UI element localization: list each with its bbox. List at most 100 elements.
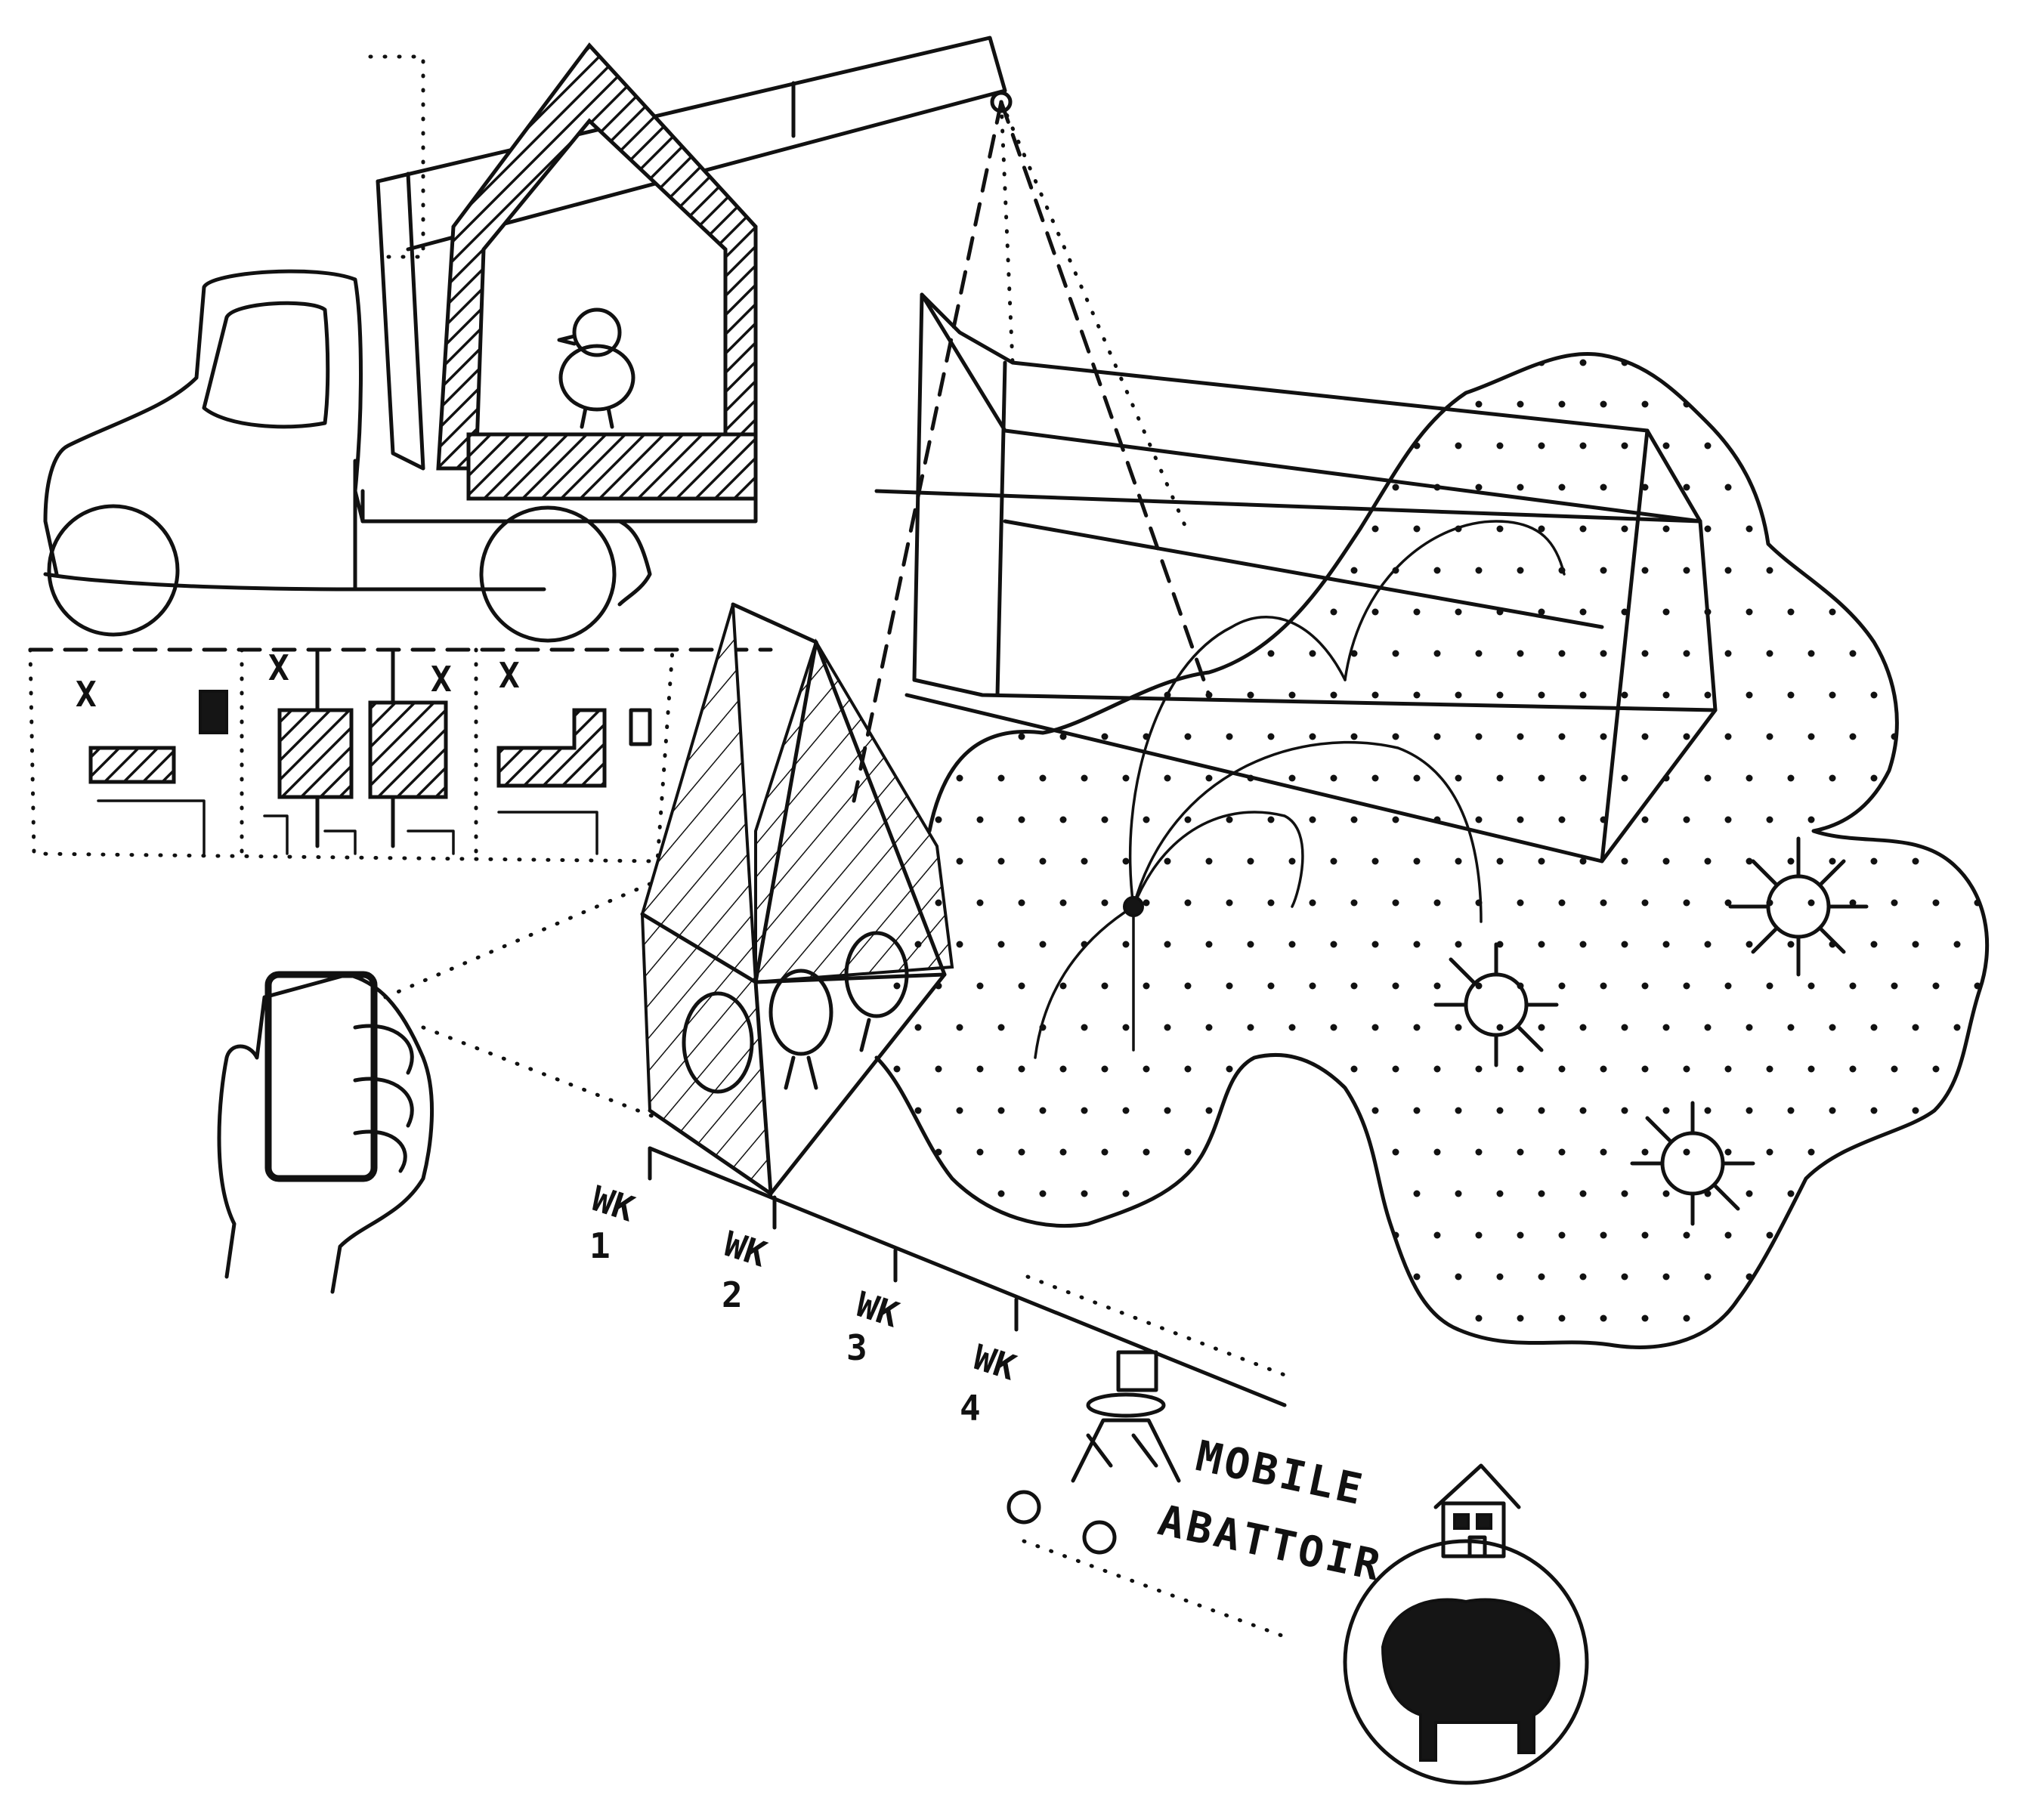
- farm-circle: [1343, 1463, 1589, 1785]
- pasture-dot: [1143, 816, 1150, 823]
- pasture-dot: [1891, 400, 1898, 408]
- pasture-dot: [877, 1190, 880, 1197]
- pasture-dot: [1704, 1273, 1712, 1281]
- pasture-dot: [1538, 1107, 1545, 1114]
- pasture-dot: [1081, 1357, 1088, 1364]
- pasture-dot: [935, 816, 942, 823]
- pasture-dot: [1309, 650, 1316, 657]
- pasture-dot: [1288, 442, 1296, 450]
- pasture-dot: [1413, 1107, 1421, 1114]
- pasture-dot: [1891, 1148, 1898, 1156]
- pasture-dot: [1122, 941, 1130, 948]
- pasture-dot: [1974, 1065, 1981, 1073]
- pasture-dot: [1912, 359, 1919, 366]
- farm-circle-outline: [1343, 1539, 1589, 1785]
- pasture-dot: [1579, 941, 1587, 948]
- pasture-dot: [1205, 1024, 1213, 1031]
- pasture-dot: [1330, 608, 1337, 616]
- pasture-dot: [1331, 1357, 1337, 1364]
- phone-screen: [264, 971, 378, 1182]
- pasture-dot: [1683, 483, 1690, 491]
- pasture-dot: [1787, 857, 1795, 865]
- pasture-dot: [1849, 567, 1857, 574]
- wireframe-top: [920, 292, 1702, 524]
- plan-block-1: [88, 746, 176, 784]
- pasture-dot: [1870, 1024, 1878, 1031]
- pasture-dot: [1081, 608, 1088, 616]
- pasture-dot: [893, 733, 901, 740]
- pasture-dot: [1724, 1231, 1732, 1239]
- pasture-dot: [1974, 483, 1981, 491]
- pasture-dot: [1662, 941, 1670, 948]
- pasture-dot: [1496, 442, 1504, 450]
- pasture-dot: [1787, 691, 1795, 699]
- pasture-dot: [1704, 774, 1712, 782]
- pasture-dot: [1787, 1190, 1795, 1197]
- pasture-dot: [1350, 1231, 1358, 1239]
- pasture-dot: [1517, 400, 1524, 408]
- pasture-dot: [1372, 1357, 1379, 1364]
- pasture-dot: [1018, 982, 1025, 990]
- pasture-dot: [1101, 1315, 1109, 1322]
- pasture-dot: [874, 1357, 880, 1364]
- pasture-dot: [1953, 1273, 1961, 1281]
- pasture-dot: [1330, 691, 1337, 699]
- pasture-dot: [1475, 1231, 1483, 1239]
- pasture-dot: [893, 1148, 901, 1156]
- pasture-dot: [1807, 483, 1815, 491]
- pasture-dot: [1641, 1148, 1649, 1156]
- pasture-dot: [1455, 774, 1462, 782]
- pasture-dot: [1143, 1148, 1150, 1156]
- pasture-dot: [1371, 1273, 1379, 1281]
- pasture-dot: [1953, 359, 1961, 366]
- farmhouse-door: [1467, 1535, 1487, 1559]
- pasture-dot: [1953, 691, 1961, 699]
- pasture-dot: [1912, 1024, 1919, 1031]
- pasture-dot: [1350, 1315, 1358, 1322]
- pasture-dot: [1475, 1065, 1483, 1073]
- pasture-dot: [1829, 774, 1836, 782]
- pasture-dot: [1558, 1315, 1566, 1322]
- pasture-dot: [1392, 650, 1399, 657]
- pasture-dot: [1746, 1107, 1753, 1114]
- pasture-dot: [1829, 1273, 1836, 1281]
- pasture-dot: [1392, 816, 1399, 823]
- pasture-dot: [1267, 816, 1275, 823]
- pasture-dot: [1871, 1357, 1878, 1364]
- week-2-wk: WK: [719, 1223, 772, 1275]
- pasture-dot: [1475, 733, 1483, 740]
- arrow-6: [1132, 740, 1483, 923]
- pasture-dot: [956, 608, 963, 616]
- pasture-dot: [1226, 483, 1233, 491]
- pasture-dot: [1932, 1065, 1940, 1073]
- pasture-dot: [1413, 442, 1421, 450]
- pasture-dot: [1912, 1190, 1919, 1197]
- pasture-dot: [1558, 650, 1566, 657]
- pasture-dot: [1267, 899, 1275, 907]
- pasture-dot: [1371, 608, 1379, 616]
- pasture-dot: [893, 400, 901, 408]
- pasture-dot: [1455, 857, 1462, 865]
- pasture-dot: [1974, 650, 1981, 657]
- pasture-dot: [1122, 359, 1130, 366]
- pasture-dot: [1517, 816, 1524, 823]
- prism-right-face: [754, 638, 954, 984]
- chickens-in-tractor: [682, 931, 909, 1094]
- pasture-dot: [1288, 1024, 1296, 1031]
- pasture-dot: [935, 1065, 942, 1073]
- pasture-dot: [1309, 733, 1316, 740]
- pasture-dot: [1226, 400, 1233, 408]
- pasture-dot: [1807, 733, 1815, 740]
- pasture-dot: [1913, 1357, 1919, 1364]
- pasture-dot: [1122, 1024, 1130, 1031]
- pasture-dot: [1392, 483, 1399, 491]
- pasture-dot: [1538, 1190, 1545, 1197]
- pasture-dot: [1039, 1273, 1047, 1281]
- pasture-dot: [1641, 982, 1649, 990]
- pasture-dot: [1932, 1231, 1940, 1239]
- pasture-dot: [1891, 816, 1898, 823]
- pasture-dot: [1932, 400, 1940, 408]
- pasture-dot: [1558, 400, 1566, 408]
- prism-left-face: [640, 604, 773, 1197]
- crane-mast-dotted: [368, 54, 425, 259]
